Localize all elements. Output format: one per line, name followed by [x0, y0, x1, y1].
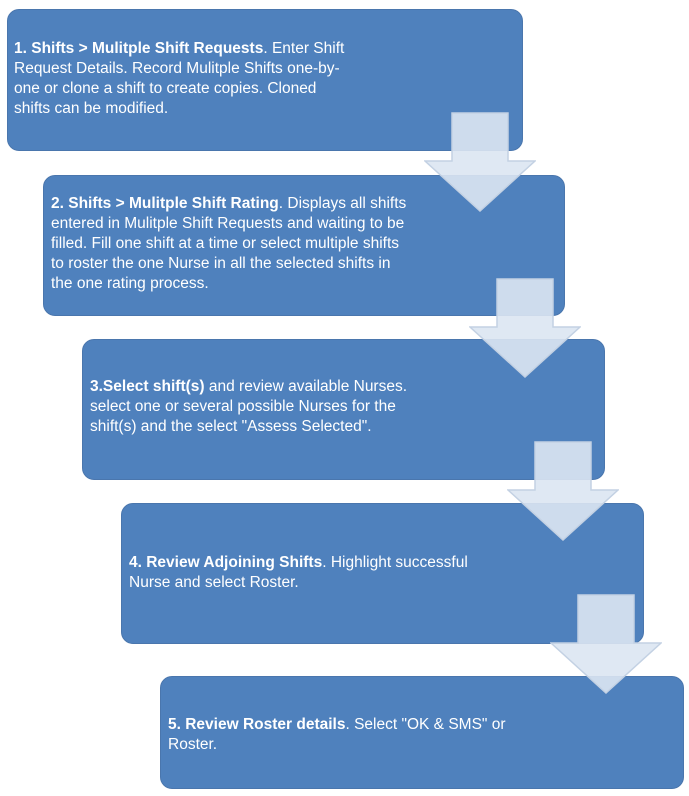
step-3-description: and review available Nurses. select one …: [90, 378, 408, 435]
down-arrow-icon: [469, 278, 581, 378]
step-3-text: 3.Select shift(s) and review available N…: [90, 377, 440, 437]
down-arrow-icon: [424, 112, 536, 212]
step-5-box: 5. Review Roster details. Select "OK & S…: [160, 676, 684, 789]
step-4-text: 4. Review Adjoining Shifts. Highlight su…: [129, 553, 509, 593]
step-3-title: 3.Select shift(s): [90, 378, 205, 395]
step-1-description: . Enter Shift Request Details. Record Mu…: [14, 40, 345, 117]
step-1-title: 1. Shifts > Mulitple Shift Requests: [14, 40, 264, 57]
step-1-text: 1. Shifts > Mulitple Shift Requests. Ent…: [14, 39, 354, 119]
step-2-title: 2. Shifts > Mulitple Shift Rating: [51, 195, 279, 212]
step-4-description: . Highlight successful Nurse and select …: [129, 554, 468, 591]
arrow-3-shape: [507, 441, 619, 541]
step-4-title: 4. Review Adjoining Shifts: [129, 554, 323, 571]
step-1-box: 1. Shifts > Mulitple Shift Requests. Ent…: [7, 9, 523, 151]
step-5-title: 5. Review Roster details: [168, 716, 346, 733]
arrow-4-shape: [550, 594, 662, 694]
step-2-description: . Displays all shifts entered in Mulitpl…: [51, 195, 407, 292]
step-2-text: 2. Shifts > Mulitple Shift Rating. Displ…: [51, 194, 411, 294]
step-5-text: 5. Review Roster details. Select "OK & S…: [168, 715, 548, 755]
arrow-2-shape: [469, 278, 581, 378]
step-5-description: . Select "OK & SMS" or Roster.: [168, 716, 506, 753]
arrow-1-shape: [424, 112, 536, 212]
down-arrow-icon: [507, 441, 619, 541]
down-arrow-icon: [550, 594, 662, 694]
